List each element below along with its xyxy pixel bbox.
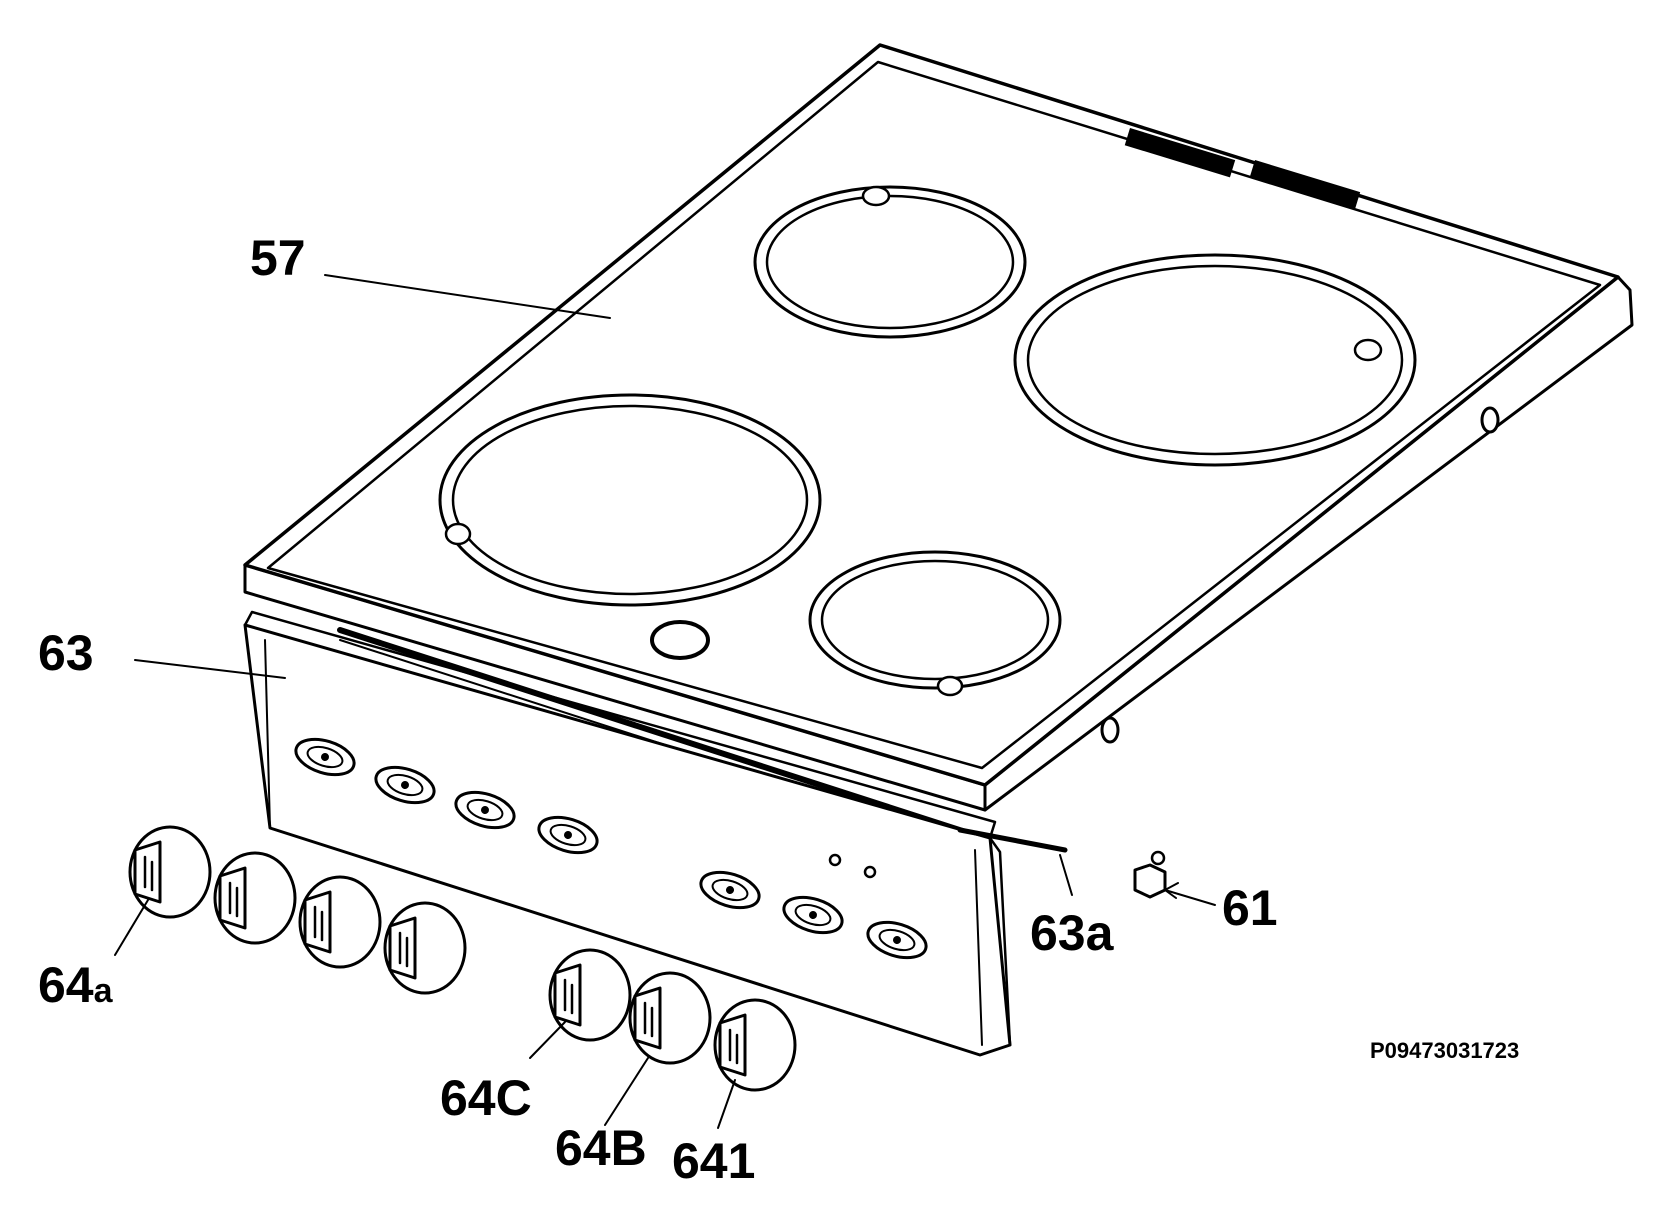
callout-64a-number: 64 xyxy=(38,957,94,1013)
leader-64a xyxy=(114,899,149,956)
side-hole-icon xyxy=(1480,406,1500,434)
knob-icon xyxy=(298,875,382,969)
leader-64B xyxy=(604,1057,649,1126)
hob-inner-rim xyxy=(266,60,1602,770)
cooking-zone-back-right xyxy=(1013,253,1417,467)
vent-grille xyxy=(1124,128,1361,210)
hob-top xyxy=(243,43,1634,846)
leader-641 xyxy=(717,1079,736,1129)
cooking-zone-back-left xyxy=(753,185,1027,339)
knob-icon xyxy=(213,851,297,945)
callout-57: 57 xyxy=(250,230,306,286)
knob-sockets xyxy=(294,737,928,960)
pilot-light-icon xyxy=(828,853,842,867)
knob-icon xyxy=(628,971,712,1065)
panel-rod xyxy=(957,827,1068,853)
knob-socket-icon xyxy=(866,920,928,960)
cooking-zone-front-left xyxy=(438,393,822,607)
leader-64C xyxy=(529,1021,566,1059)
indicator-light-icon xyxy=(650,620,710,660)
knob-socket-icon xyxy=(782,895,844,935)
knob-socket-icon xyxy=(294,737,356,777)
knobs xyxy=(128,825,797,1092)
knob-socket-icon xyxy=(374,765,436,805)
callout-61: 61 xyxy=(1222,880,1278,936)
cooking-zone-front-right xyxy=(808,550,1062,697)
clip-part xyxy=(1133,850,1167,899)
control-panel-face xyxy=(243,623,1012,1057)
knob-socket-icon xyxy=(699,870,761,910)
callout-63: 63 xyxy=(38,625,94,681)
leader-63a xyxy=(1059,854,1073,896)
hob-front-trim xyxy=(337,627,978,838)
pilot-light-icon xyxy=(863,865,877,879)
leader-61 xyxy=(1164,889,1216,906)
callout-labels: 57 63 63a 61 64a 64C 64B 641 P0947303172… xyxy=(38,230,1519,1189)
callout-641: 641 xyxy=(672,1133,755,1189)
drawing-code: P09473031723 xyxy=(1370,1038,1519,1063)
leader-lines xyxy=(114,274,1216,1129)
knob-icon xyxy=(383,901,467,995)
knob-icon xyxy=(713,998,797,1092)
knob-socket-icon xyxy=(454,790,516,830)
knob-socket-icon xyxy=(537,815,599,855)
hob-top-surface xyxy=(243,43,1620,787)
knob-icon xyxy=(128,825,212,919)
callout-63a: 63a xyxy=(1030,905,1115,961)
control-panel xyxy=(243,610,1012,1057)
knob-icon xyxy=(548,948,632,1042)
leader-57 xyxy=(324,274,611,319)
callout-64B: 64B xyxy=(555,1120,647,1176)
callout-64a: 64a xyxy=(38,957,114,1013)
arrow-head-icon xyxy=(1164,882,1179,899)
cooking-zones xyxy=(438,185,1417,697)
callout-64C: 64C xyxy=(440,1070,532,1126)
callout-64a-suffix: a xyxy=(94,972,114,1010)
side-hole-icon xyxy=(1100,716,1120,744)
leader-63 xyxy=(134,659,286,679)
